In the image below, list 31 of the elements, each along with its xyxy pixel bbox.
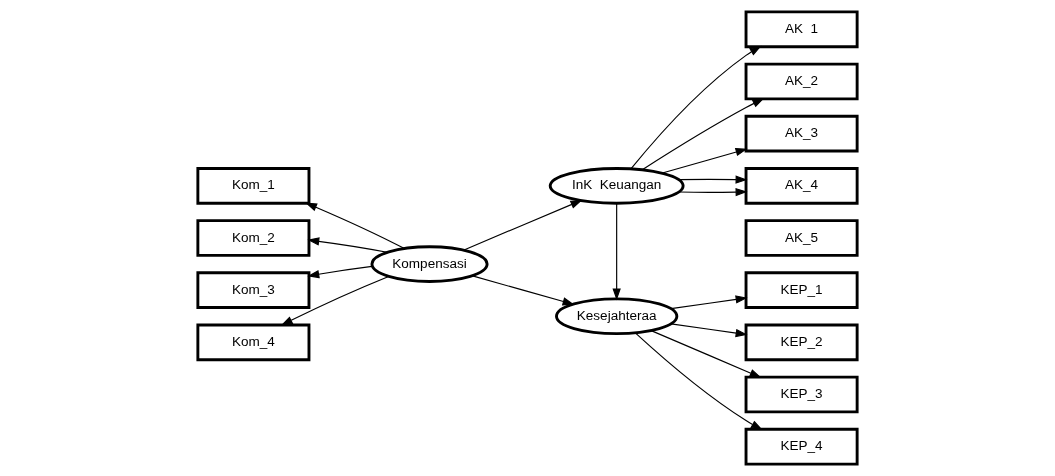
node-box: KEP_2 — [744, 323, 859, 362]
arrow — [612, 202, 621, 301]
node-box: Kom_2 — [196, 219, 311, 257]
arrow — [307, 265, 373, 279]
node-box: Kom_4 — [196, 323, 311, 362]
node-box: AK_5 — [744, 219, 859, 257]
node-ellipse: InK Keuangan — [548, 167, 685, 205]
node-box: KEP_3 — [744, 375, 859, 414]
arrow — [471, 275, 575, 306]
arrow — [305, 202, 405, 249]
arrow — [661, 148, 748, 174]
arrow — [678, 187, 748, 197]
node-box: AK_3 — [744, 114, 859, 153]
arrow — [678, 175, 748, 184]
arrow — [670, 295, 748, 310]
node-ellipse: Kompensasi — [370, 245, 489, 283]
arrow — [670, 323, 748, 338]
arrow — [650, 330, 762, 378]
node-box: AK_4 — [744, 167, 859, 205]
arrow — [634, 332, 763, 431]
node-box: KEP_1 — [744, 271, 859, 309]
arrow — [641, 98, 765, 171]
node-box: AK 1 — [744, 10, 859, 49]
node-box: Kom_3 — [196, 271, 311, 309]
arrow — [630, 45, 762, 170]
node-box: AK_2 — [744, 62, 859, 101]
arrow — [307, 237, 388, 253]
node-box: Kom_1 — [196, 167, 311, 205]
node-box: KEP_4 — [744, 427, 859, 466]
arrow — [280, 275, 390, 326]
arrow — [463, 199, 583, 251]
